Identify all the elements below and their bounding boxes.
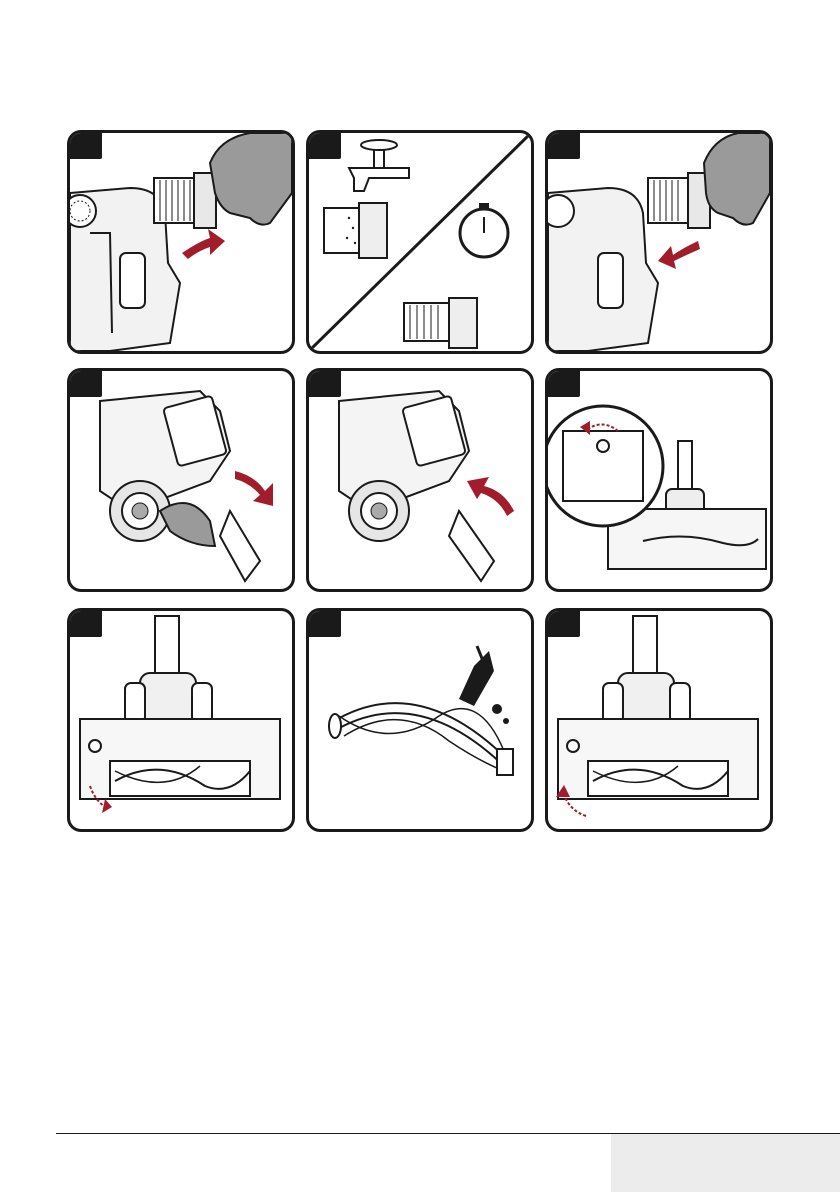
filter-insert-icon <box>548 133 770 351</box>
battery-remove-icon <box>70 371 292 589</box>
step-8-panel <box>306 608 534 832</box>
brush-roll-insert-icon <box>548 611 770 829</box>
step-3-panel <box>545 130 773 354</box>
step-6-panel <box>545 368 773 592</box>
brush-cover-unlock-icon <box>548 371 770 589</box>
step-2-panel <box>306 130 534 354</box>
brush-roll-remove-icon <box>70 611 292 829</box>
step-9-panel <box>545 608 773 832</box>
filter-wash-dry-icon <box>309 133 531 351</box>
brush-roll-clean-icon <box>309 611 531 829</box>
step-7-panel <box>67 608 295 832</box>
filter-remove-icon <box>70 133 292 351</box>
step-1-panel <box>67 130 295 354</box>
footer-page-box <box>611 1134 840 1192</box>
battery-insert-icon <box>309 371 531 589</box>
step-5-panel <box>306 368 534 592</box>
step-4-panel <box>67 368 295 592</box>
